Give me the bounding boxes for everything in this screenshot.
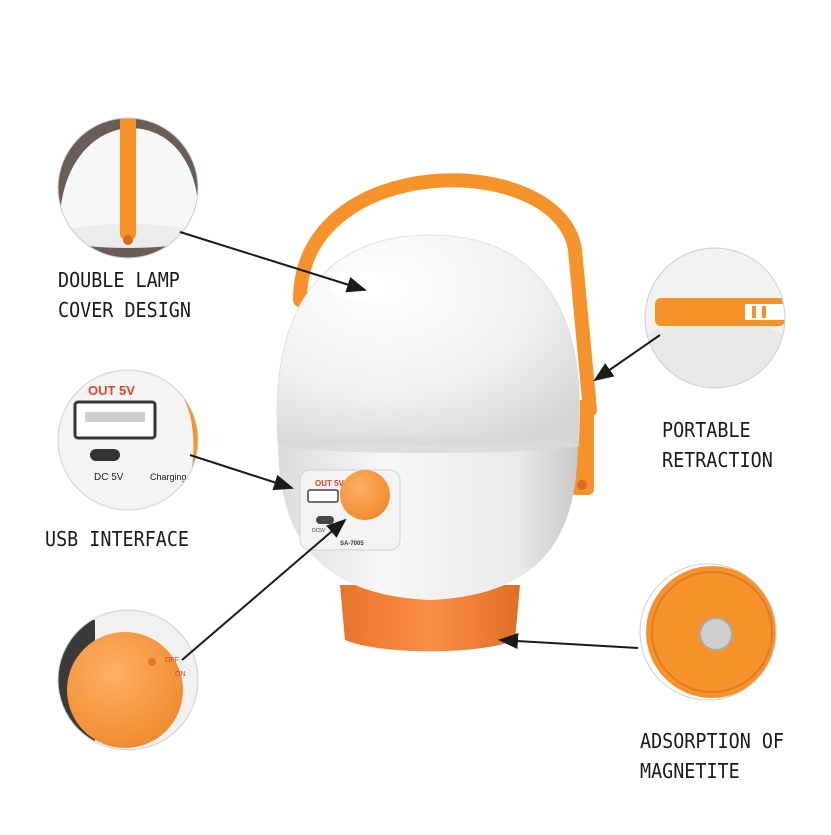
inset-usb: OUT 5V DC 5V Charging [58, 370, 198, 510]
arrow-usb [189, 454, 294, 491]
magnet-icon [699, 617, 733, 651]
product-dc-label: DC5V [312, 528, 326, 534]
callout-magnet: ADSORPTION OF MAGNETITE [640, 726, 784, 786]
usb-charging-label: Charging [150, 472, 187, 482]
handle-strap [293, 173, 597, 417]
callout-handle: PORTABLE RETRACTION [662, 415, 773, 475]
callout-usb: USB INTERFACE [45, 524, 189, 554]
arrow-magnet [498, 633, 639, 650]
arrow-switch [181, 518, 347, 661]
callout-handle-line2: RETRACTION [662, 448, 773, 472]
callout-arrows [179, 231, 661, 661]
lamp-product: OUT 5V DC5V SA-7005 [276, 173, 597, 652]
callout-magnet-line1: ADSORPTION OF [640, 729, 785, 753]
usb-dc-label: DC 5V [94, 472, 124, 483]
callout-magnet-line2: MAGNETITE [640, 759, 740, 783]
lamp-cover [276, 234, 580, 446]
switch-off-label: OFF [165, 657, 179, 664]
inset-magnet [640, 564, 776, 700]
callout-cover-line2: COVER DESIGN [58, 298, 191, 322]
arrow-handle [593, 334, 661, 382]
inset-lamp-cover [58, 118, 198, 258]
inset-switch: OFF ON [58, 610, 198, 750]
callout-cover-line1: DOUBLE LAMP [58, 268, 180, 292]
usb-out-label: OUT 5V [88, 383, 135, 398]
inset-handle [645, 248, 785, 388]
callout-usb-line1: USB INTERFACE [45, 527, 190, 551]
switch-knob-icon [67, 632, 183, 748]
product-model-label: SA-7005 [340, 541, 364, 547]
callout-handle-line1: PORTABLE [662, 418, 751, 442]
switch-on-label: ON [175, 671, 186, 678]
lamp-base [340, 585, 520, 652]
power-knob [340, 470, 390, 520]
arrow-cover [179, 231, 367, 293]
product-out-label: OUT 5V [315, 479, 345, 488]
callout-cover: DOUBLE LAMP COVER DESIGN [58, 265, 191, 325]
